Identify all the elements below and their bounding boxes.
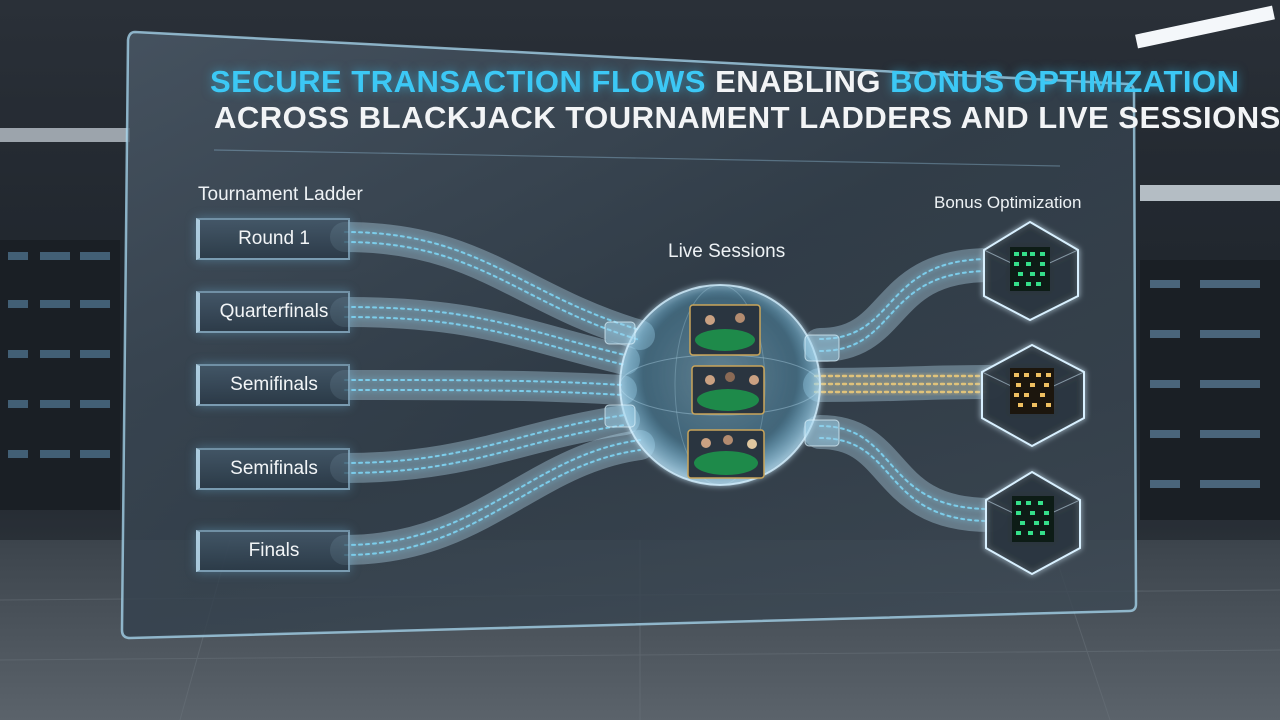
title-highlight-transaction-flows: Secure Transaction Flows <box>210 64 706 99</box>
ladder-stage-semifinals: Semifinals <box>196 448 350 490</box>
security-crystal-icon <box>981 343 1085 448</box>
ceiling-light <box>0 128 130 142</box>
data-stream-icon <box>803 248 1007 532</box>
title-line-1: Secure Transaction Flows Enabling Bonus … <box>210 64 1239 99</box>
title-line-2: Across Blackjack Tournament Ladders and … <box>214 100 1280 135</box>
title-divider <box>213 149 1061 167</box>
data-stream-icon <box>330 222 655 565</box>
server-rack-icon <box>0 240 120 510</box>
live-sessions-heading: Live Sessions <box>668 241 786 262</box>
ceiling-light <box>1135 5 1275 49</box>
glass-display-panel <box>120 30 1138 640</box>
security-crystal-icon <box>983 220 1079 322</box>
ladder-stage-semifinals: Semifinals <box>196 364 350 406</box>
blackjack-table-icon <box>689 304 761 356</box>
ladder-stage-finals: Finals <box>196 530 350 572</box>
bonus-optimization-heading: Bonus Optimization <box>934 193 1082 212</box>
ceiling-light <box>1140 185 1280 201</box>
blackjack-table-icon <box>687 429 765 479</box>
blackjack-table-icon <box>691 365 765 415</box>
title-highlight-bonus-optimization: Bonus Optimization <box>890 64 1240 99</box>
ladder-stage-quarterfinals: Quarterfinals <box>196 291 350 333</box>
server-rack-icon <box>1140 260 1280 520</box>
security-crystal-icon <box>985 470 1081 576</box>
title-plain-enabling: Enabling <box>715 64 881 99</box>
tournament-ladder-heading: Tournament Ladder <box>198 184 363 205</box>
ladder-stage-round-1: Round 1 <box>196 218 350 260</box>
